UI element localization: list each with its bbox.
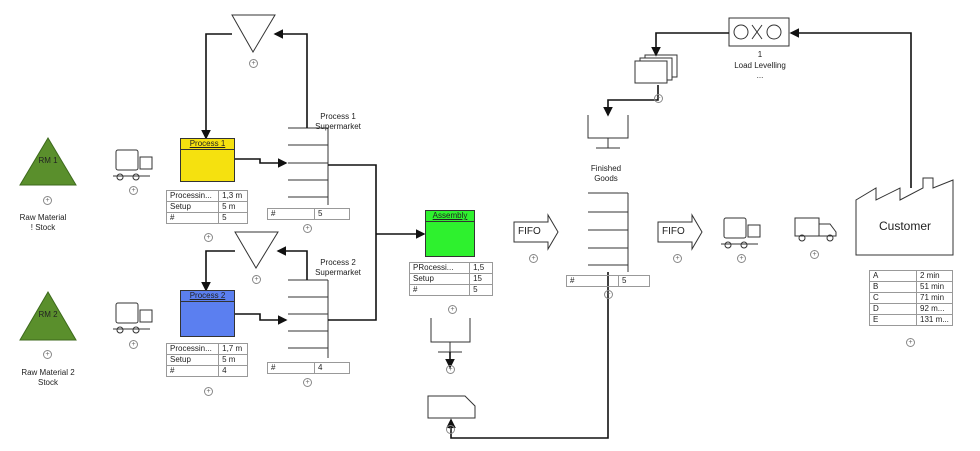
add-icon[interactable]: + (906, 338, 915, 347)
add-icon[interactable]: + (654, 94, 663, 103)
add-icon[interactable]: + (448, 305, 457, 314)
supermarket-1-label: Process 1 Supermarket (315, 112, 361, 131)
rm2-badge: RM 2 (38, 310, 58, 319)
fifo-label-2: FIFO (662, 226, 685, 237)
rm1-label: Raw Material ! Stock (19, 213, 67, 232)
process-2-box[interactable]: Process 2 (180, 290, 235, 337)
kanban-triangle-2[interactable] (234, 231, 279, 269)
fifo-label-1: FIFO (518, 226, 541, 237)
load-levelling-box[interactable] (728, 17, 790, 47)
add-icon[interactable]: + (529, 254, 538, 263)
add-icon[interactable]: + (204, 233, 213, 242)
load-levelling-label: Load Levelling (734, 61, 786, 70)
finished-goods-supermarket[interactable] (588, 192, 629, 272)
supermarket-1-count: #5 (267, 208, 350, 220)
assembly-title: Assembly (426, 211, 474, 222)
add-icon[interactable]: + (446, 365, 455, 374)
finished-goods-count: #5 (566, 275, 650, 287)
kanban-triangle-1[interactable] (231, 14, 276, 53)
process-1-title: Process 1 (181, 139, 234, 150)
assembly-box[interactable]: Assembly (425, 210, 475, 257)
buffer-tray-bottom (430, 318, 471, 353)
process-1-box[interactable]: Process 1 (180, 138, 235, 182)
rm2-triangle[interactable] (19, 291, 77, 341)
rm1-triangle[interactable] (19, 137, 77, 186)
add-icon[interactable]: + (204, 387, 213, 396)
forklift-icon (721, 217, 761, 249)
add-icon[interactable]: + (303, 378, 312, 387)
forklift-icon (113, 149, 153, 181)
add-icon[interactable]: + (673, 254, 682, 263)
fifo-arrow-2 (657, 213, 703, 251)
add-icon[interactable]: + (43, 350, 52, 359)
buffer-tray-top (587, 115, 629, 149)
add-icon[interactable]: + (129, 186, 138, 195)
supermarket-2-label: Process 2 Supermarket (315, 258, 361, 277)
finished-goods-label: Finished Goods (590, 164, 622, 183)
kanban-cards-icon (634, 54, 678, 84)
forklift-icon (113, 302, 153, 334)
add-icon[interactable]: + (129, 340, 138, 349)
operator-shape (427, 395, 476, 419)
add-icon[interactable]: + (810, 250, 819, 259)
add-icon[interactable]: + (446, 425, 455, 434)
rm2-label: Raw Material 2 Stock (21, 368, 75, 387)
supermarket-2-count: #4 (267, 362, 350, 374)
rm1-badge: RM 1 (38, 156, 58, 165)
truck-icon (794, 217, 837, 242)
supermarket-2[interactable] (288, 279, 329, 358)
add-icon[interactable]: + (303, 224, 312, 233)
fifo-arrow-1 (513, 213, 559, 251)
customer-label: Customer (878, 219, 931, 233)
supermarket-1[interactable] (288, 127, 329, 205)
add-icon[interactable]: + (737, 254, 746, 263)
add-icon[interactable]: + (252, 275, 261, 284)
add-icon[interactable]: + (43, 196, 52, 205)
load-levelling-dash: ... (756, 71, 764, 80)
customer-factory[interactable] (855, 177, 954, 256)
add-icon[interactable]: + (604, 290, 613, 299)
add-icon[interactable]: + (249, 59, 258, 68)
load-levelling-number: 1 (757, 50, 763, 59)
process-2-title: Process 2 (181, 291, 234, 302)
